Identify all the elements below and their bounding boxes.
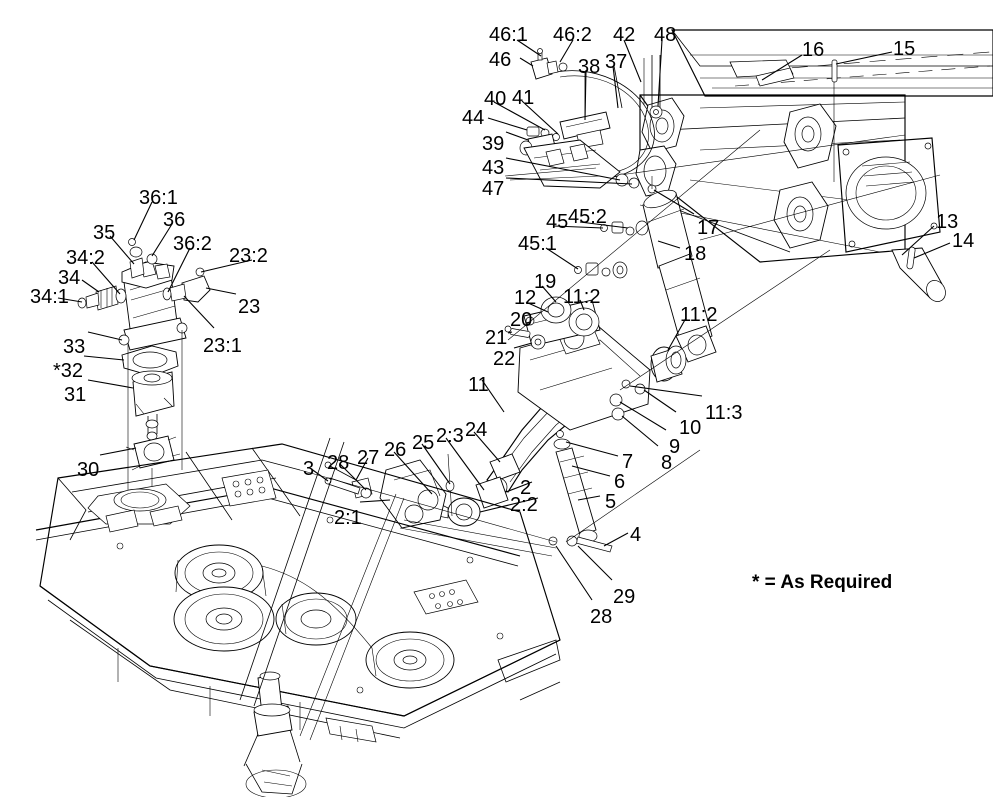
callout-42: 42 <box>613 24 636 46</box>
frame-chassis-group <box>619 29 993 302</box>
callout-37: 37 <box>605 51 628 73</box>
callout-48: 48 <box>654 24 677 46</box>
callout-15: 15 <box>893 38 916 60</box>
callout-8: 8 <box>661 452 673 474</box>
callout-18: 18 <box>684 243 707 265</box>
callout-11-3: 11:3 <box>705 402 743 424</box>
callout-45: 45 <box>546 211 569 233</box>
callout-36-1: 36:1 <box>139 187 178 209</box>
leader-lines <box>57 39 951 601</box>
callout-28-lower: 28 <box>590 606 613 628</box>
spindle-drive-group <box>77 238 211 520</box>
callout-32: *32 <box>53 360 84 382</box>
lift-cylinder-group <box>299 129 831 557</box>
callout-2-2: 2:2 <box>510 494 538 516</box>
callout-34: 34 <box>58 267 81 289</box>
callout-47: 47 <box>482 178 505 200</box>
callout-9: 9 <box>669 436 681 458</box>
callout-14: 14 <box>952 230 975 252</box>
callout-2-1: 2:1 <box>334 507 362 529</box>
callout-24: 24 <box>465 419 488 441</box>
as-required-legend: * = As Required <box>752 572 893 593</box>
callout-46-1: 46:1 <box>489 24 528 46</box>
callout-41: 41 <box>512 87 535 109</box>
callout-2-3: 2:3 <box>436 425 464 447</box>
callout-11-2-right: 11:2 <box>680 304 718 326</box>
callout-46-2: 46:2 <box>553 24 592 46</box>
callout-45-2: 45:2 <box>568 206 607 228</box>
callout-3: 3 <box>303 458 315 480</box>
callout-34-2: 34:2 <box>66 247 105 269</box>
callout-36-2: 36:2 <box>173 233 212 255</box>
callout-20: 20 <box>510 309 533 331</box>
callout-23: 23 <box>238 296 261 318</box>
callout-22: 22 <box>493 348 516 370</box>
callout-17: 17 <box>697 217 720 239</box>
callout-46: 46 <box>489 49 512 71</box>
callout-39: 39 <box>482 133 505 155</box>
callout-30: 30 <box>77 459 100 481</box>
callout-29: 29 <box>613 586 636 608</box>
callout-45-1: 45:1 <box>518 233 557 255</box>
callout-7: 7 <box>622 451 634 473</box>
mower-deck-group <box>35 437 561 797</box>
callout-19: 19 <box>534 271 557 293</box>
callout-33: 33 <box>63 336 86 358</box>
callout-23-2: 23:2 <box>229 245 268 267</box>
callout-44: 44 <box>462 107 485 129</box>
callout-12: 12 <box>514 287 537 309</box>
callout-34-1: 34:1 <box>30 286 69 308</box>
callout-2: 2 <box>520 477 532 499</box>
callout-4: 4 <box>630 524 642 546</box>
callout-38: 38 <box>578 56 601 78</box>
callout-43: 43 <box>482 157 505 179</box>
callout-31: 31 <box>64 384 87 406</box>
callout-25: 25 <box>412 432 435 454</box>
callout-11: 11 <box>468 374 489 396</box>
callout-28-upper: 28 <box>327 452 350 474</box>
callout-40: 40 <box>484 88 507 110</box>
callout-21: 21 <box>485 327 508 349</box>
callout-10: 10 <box>679 417 702 439</box>
callout-27: 27 <box>357 447 380 469</box>
callout-36: 36 <box>163 209 186 231</box>
callout-6: 6 <box>614 471 626 493</box>
callout-5: 5 <box>605 491 617 513</box>
upper-linkage-group <box>504 48 663 189</box>
callout-16: 16 <box>802 39 825 61</box>
callout-23-1: 23:1 <box>203 335 242 357</box>
callout-11-2-upper: 11:2 <box>563 286 601 308</box>
callout-35: 35 <box>93 222 116 244</box>
callout-13: 13 <box>936 211 959 233</box>
callout-26: 26 <box>384 439 407 461</box>
